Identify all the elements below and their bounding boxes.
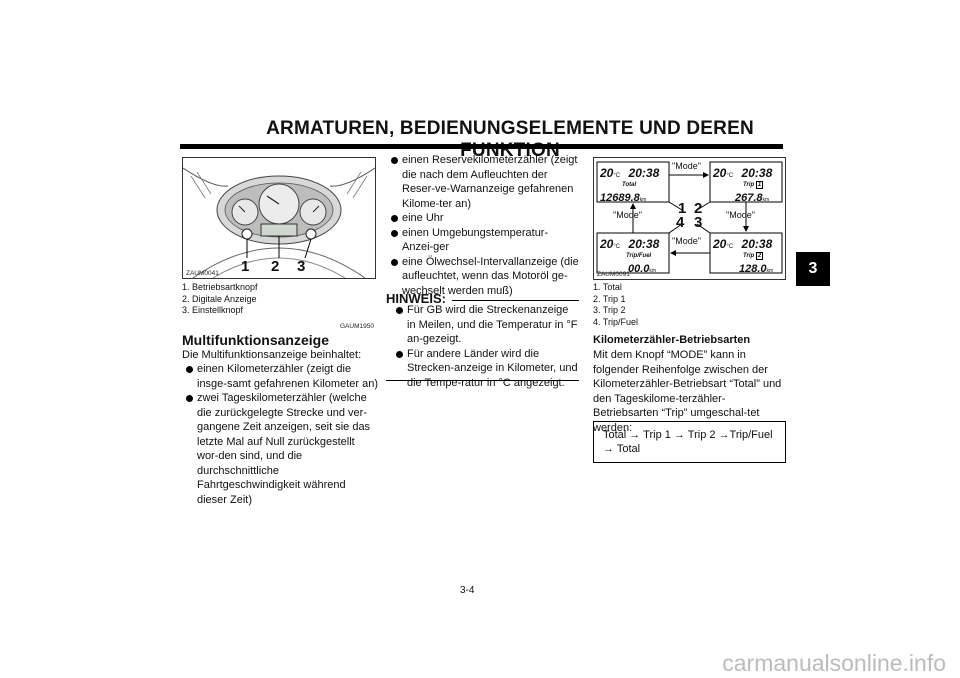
caption-item: 4. Trip/Fuel [593, 316, 639, 327]
bullet-icon [396, 350, 403, 358]
figure-code: ZAUM0041 [186, 270, 219, 277]
bullet-icon [391, 229, 398, 237]
mode-arrows [596, 161, 783, 274]
caption-item: 3. Trip 2 [593, 305, 626, 315]
callout-2: 2 [694, 200, 703, 217]
list-item: eine Uhr [387, 211, 579, 226]
figure-code: ZAUM0091 [597, 271, 630, 278]
lcd-panel-tripfuel: 20°C 20:38 Trip/Fuel 00.0km [600, 237, 660, 275]
bullet-icon [186, 395, 193, 402]
note-list: Für GB wird die Streckenanzeige in Meile… [392, 303, 578, 390]
mode-label-right: "Mode" [726, 210, 755, 220]
bullet-icon [391, 215, 398, 222]
note-rule [452, 300, 579, 301]
mode-diagram-figure: 20°C 20:38 Total 12689.8km 20°C 20:38 Tr… [593, 157, 786, 280]
lcd-panel-trip1: 20°C 20:38 Trip 1 267.8km [713, 166, 773, 204]
list-item: einen Kilometerzähler (zeigt die insge-s… [182, 362, 378, 391]
caption-item: 1. Total [593, 282, 622, 292]
odometer-modes-text: Mit dem Knopf “MODE” kann in folgender R… [593, 349, 782, 434]
caption-item: 2. Digitale Anzeige [182, 293, 257, 304]
features-list-mid: einen Reservekilometerzähler (zeigt die … [387, 153, 579, 298]
section-heading: Multifunktionsanzeige [182, 332, 329, 348]
lcd-panel-total: 20°C 20:38 Total 12689.8km [600, 166, 660, 204]
note-end-rule [386, 380, 579, 381]
list-item: Für GB wird die Streckenanzeige in Meile… [392, 303, 578, 347]
caption-item: 2. Trip 1 [593, 293, 626, 304]
instrument-panel-figure: 1 2 3 ZAUM0041 [182, 157, 376, 279]
figure1-captions: 1. Betriebsartknopf 2. Digitale Anzeige … [182, 282, 258, 317]
page-number: 3-4 [460, 585, 475, 596]
callout-1: 1 [241, 258, 250, 275]
bullet-icon [186, 366, 193, 373]
instrument-panel-drawing [183, 158, 375, 278]
lcd-panel-trip2: 20°C 20:38 Trip 2 128.0km [713, 237, 774, 275]
odometer-modes-heading: Kilometerzähler-Betriebsarten [593, 334, 751, 346]
list-item: einen Umgebungstemperatur-Anzei-ger [387, 226, 579, 255]
note-label: HINWEIS: [386, 291, 446, 306]
bullet-icon [391, 258, 398, 266]
callout-4: 4 [676, 214, 685, 231]
figure2-captions: 1. Total 2. Trip 1 3. Trip 2 4. Trip/Fue… [593, 282, 638, 328]
section-code: GAUM1950 [340, 323, 374, 330]
title-rule [180, 144, 783, 149]
list-item: einen Reservekilometerzähler (zeigt die … [387, 153, 579, 211]
caption-item: 1. Betriebsartknopf [182, 282, 258, 292]
callout-2: 2 [271, 258, 280, 275]
section-intro: Die Multifunktionsanzeige beinhaltet: [182, 349, 362, 361]
chapter-tab: 3 [796, 252, 830, 286]
callout-3: 3 [297, 258, 306, 275]
bullet-icon [396, 307, 403, 314]
list-item: eine Ölwechsel-Intervallanzeige (die auf… [387, 255, 579, 299]
callout-1: 1 [678, 200, 687, 217]
features-list-left: einen Kilometerzähler (zeigt die insge-s… [182, 362, 378, 507]
watermark: carmanualsonline.info [722, 650, 946, 676]
mode-label-left: "Mode" [613, 210, 642, 220]
bullet-icon [391, 157, 398, 164]
mode-label-top: "Mode" [672, 161, 701, 171]
mode-label-bottom: "Mode" [672, 236, 701, 246]
list-item: zwei Tageskilometerzähler (welche die zu… [182, 391, 378, 507]
caption-item: 3. Einstellknopf [182, 305, 244, 315]
mode-sequence-box: Total → Trip 1 → Trip 2 →Trip/Fuel → Tot… [593, 421, 786, 463]
callout-3: 3 [694, 214, 703, 231]
list-item: Für andere Länder wird die Strecken-anze… [392, 347, 578, 391]
